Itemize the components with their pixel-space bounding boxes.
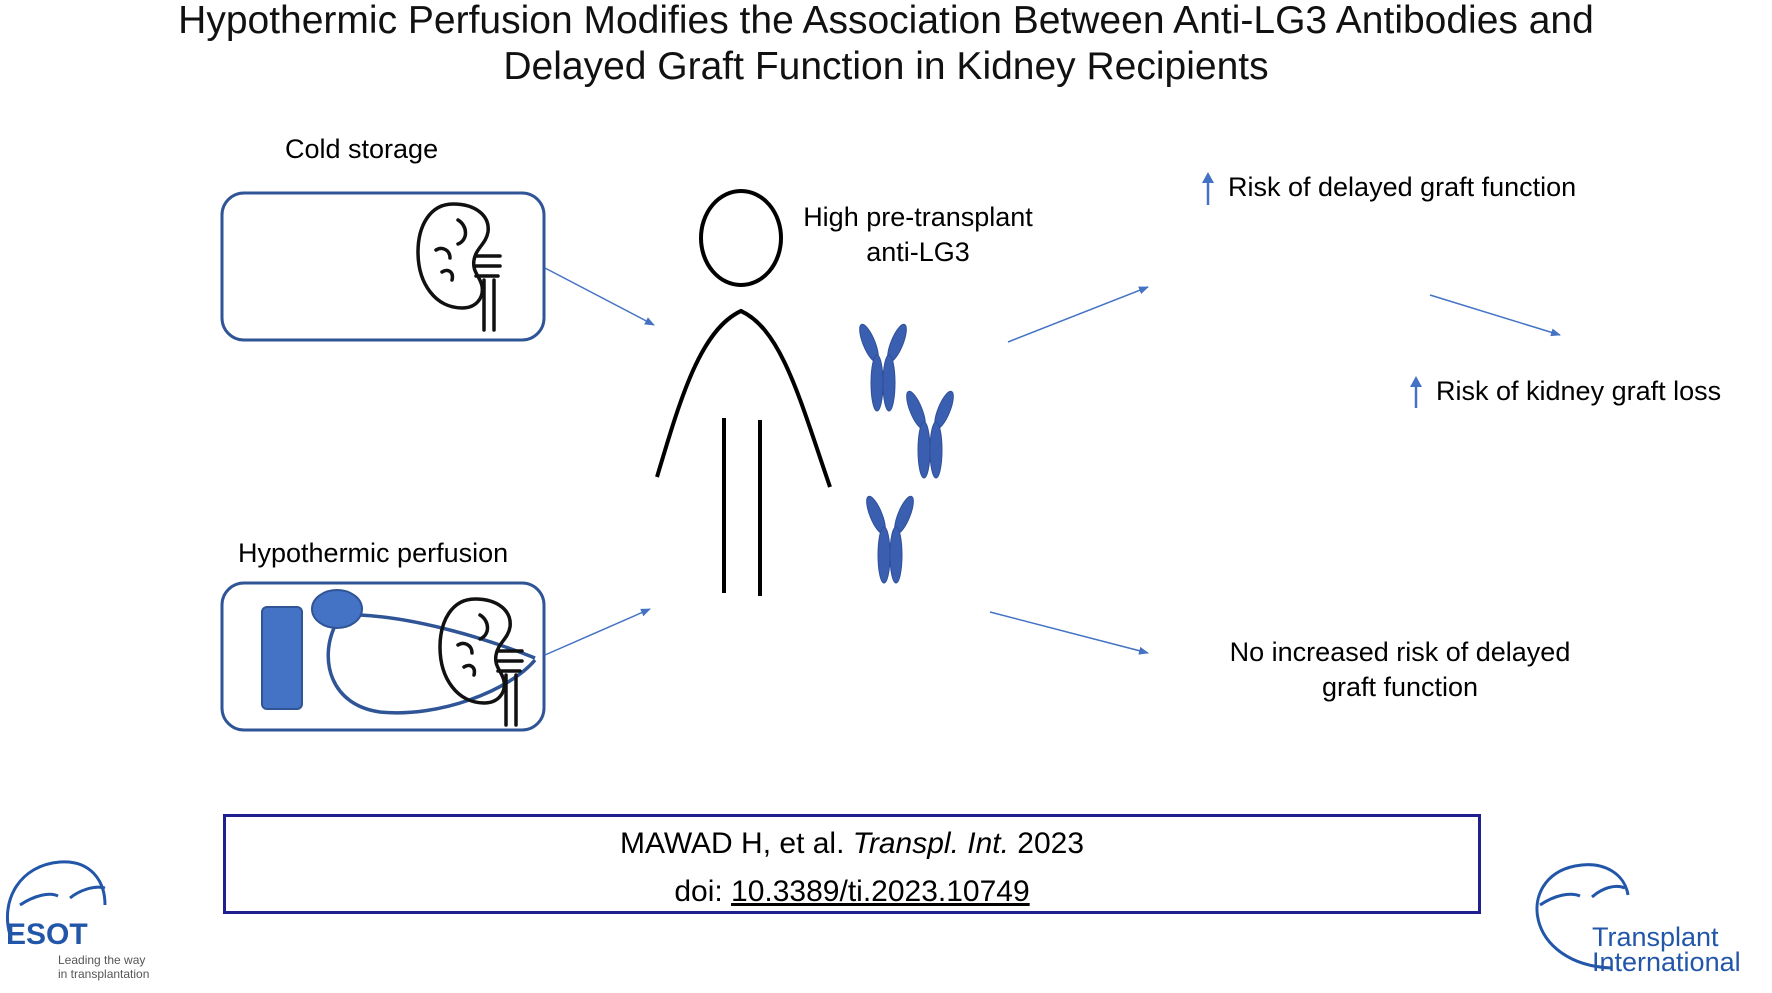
esot-logo-tagline: Leading the way in transplantation	[58, 953, 149, 981]
patient-label-line-2: anti-LG3	[866, 237, 970, 267]
perfusion-pump	[261, 589, 363, 710]
no-risk-line-1: No increased risk of delayed	[1229, 637, 1571, 667]
person-figure	[655, 189, 832, 596]
esot-logo-name: ESOT	[6, 918, 88, 951]
up-arrow-icon-graft-loss	[1410, 376, 1422, 408]
citation-authors: MAWAD H, et al.	[619, 827, 845, 860]
title-line-1: Hypothermic Perfusion Modifies the Assoc…	[178, 0, 1594, 42]
arrow-to-no-risk	[989, 611, 1149, 655]
citation-box: MAWAD H, et al. Transpl. Int. 2023 doi: …	[223, 814, 1481, 914]
citation-doi-label: doi:	[674, 875, 723, 908]
ti-logo-line-2: International	[1592, 947, 1741, 977]
patient-label-line-1: High pre-transplant	[803, 202, 1033, 232]
ti-logo-text: Transplant International	[1592, 922, 1741, 977]
arrow-dgf-to-graft-loss	[1429, 294, 1561, 337]
dgf-risk-label: Risk of delayed graft function	[1228, 172, 1577, 202]
citation-year: 2023	[1017, 827, 1085, 860]
patient-label: High pre-transplant anti-LG3	[778, 200, 1058, 270]
arrow-perfusion-to-patient	[544, 608, 651, 656]
arrow-to-dgf-risk	[1007, 286, 1149, 343]
no-risk-line-2: graft function	[1321, 672, 1479, 702]
antibody-icon-2	[906, 390, 954, 479]
title-line-2: Delayed Graft Function in Kidney Recipie…	[503, 45, 1269, 88]
kidney-icon-perfusion	[438, 597, 524, 727]
citation-doi-link[interactable]: 10.3389/ti.2023.10749	[731, 875, 1030, 908]
antibody-icon-3	[866, 495, 914, 584]
citation-journal: Transpl. Int.	[852, 827, 1009, 860]
kidney-icon-cold	[416, 202, 502, 332]
cold-storage-label: Cold storage	[285, 134, 439, 164]
citation-line-1: MAWAD H, et al. Transpl. Int. 2023	[226, 827, 1478, 861]
esot-tagline-line-2: in transplantation	[58, 967, 150, 981]
graft-loss-risk-label: Risk of kidney graft loss	[1436, 376, 1722, 406]
esot-logo-graphic	[5, 860, 107, 936]
citation-line-2: doi: 10.3389/ti.2023.10749	[226, 875, 1478, 909]
ti-logo-line-1: Transplant	[1592, 922, 1719, 952]
hypothermic-perfusion-label: Hypothermic perfusion	[238, 538, 509, 568]
esot-tagline-line-1: Leading the way	[58, 953, 146, 967]
antibody-icon-1	[859, 323, 907, 412]
no-risk-label: No increased risk of delayed graft funct…	[1180, 635, 1620, 705]
arrow-cold-to-patient	[544, 267, 655, 326]
up-arrow-icon-dgf	[1202, 172, 1214, 205]
ti-logo-graphic	[1535, 863, 1630, 970]
